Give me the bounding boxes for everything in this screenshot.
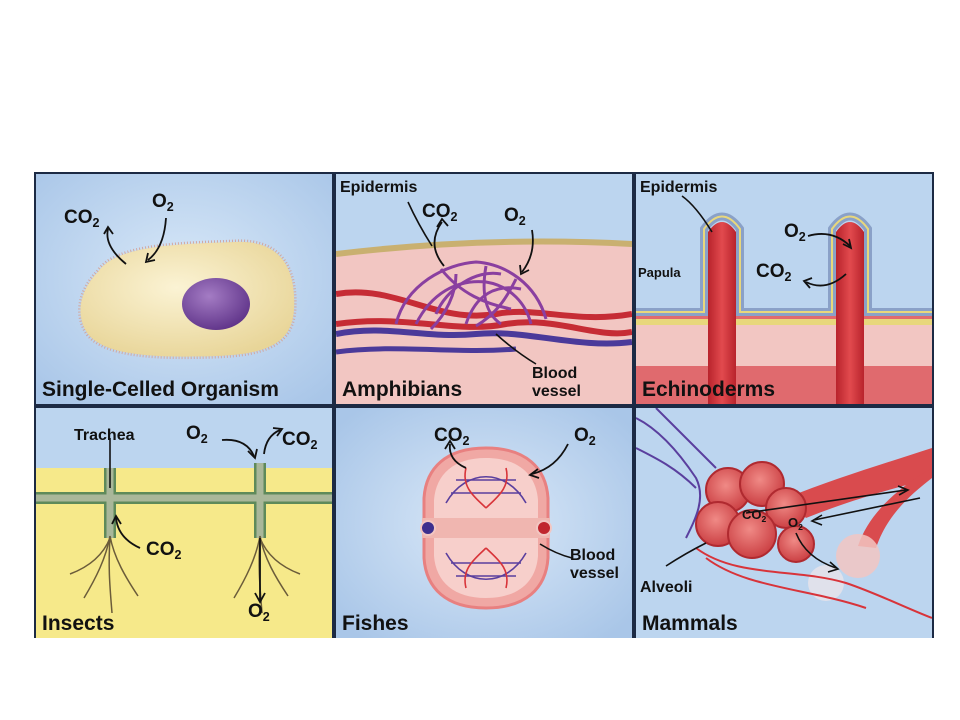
panel-insects: Trachea O2 CO2 CO2 O2 Insects <box>36 408 332 638</box>
echinoderm-papula-illustration <box>636 174 932 404</box>
insect-trachea-illustration <box>36 408 332 638</box>
blood-vessel-label-line1: Blood <box>532 365 578 382</box>
o2-label-bottom: O2 <box>248 601 270 624</box>
o2-label: O2 <box>784 221 806 244</box>
panel-single-celled: CO2 O2 Single-Celled Organism <box>36 174 332 404</box>
mammal-alveoli-illustration <box>636 408 932 638</box>
caption-insects: Insects <box>42 612 115 635</box>
co2-label: CO2 <box>742 507 767 524</box>
epidermis-label: Epidermis <box>340 179 418 196</box>
o2-label-top: O2 <box>186 423 208 446</box>
caption-amphibians: Amphibians <box>342 378 463 401</box>
blood-vessel-label-line2: vessel <box>570 565 619 582</box>
fish-gill-illustration <box>336 408 632 638</box>
co2-label: CO2 <box>64 207 100 230</box>
caption-single-celled: Single-Celled Organism <box>42 378 279 401</box>
co2-label-top: CO2 <box>282 429 318 452</box>
co2-label: CO2 <box>434 425 470 448</box>
o2-label: O2 <box>152 191 174 214</box>
co2-label: CO2 <box>756 261 792 284</box>
panel-mammals: CO2 O2 Alveoli Mammals <box>636 408 932 638</box>
trachea-label: Trachea <box>74 427 135 444</box>
epidermis-label: Epidermis <box>640 179 718 196</box>
respiratory-surfaces-figure: CO2 O2 Single-Celled Organism <box>34 172 934 638</box>
panel-amphibians: Epidermis CO2 O2 Blood vessel Amphibians <box>336 174 632 404</box>
papula-label: Papula <box>638 265 681 280</box>
co2-label: CO2 <box>422 201 458 224</box>
alveoli-label: Alveoli <box>640 579 693 596</box>
o2-label: O2 <box>574 425 596 448</box>
nucleus <box>182 278 250 330</box>
blood-vessel-label-line1: Blood <box>570 547 616 564</box>
blood-vessel-label-line2: vessel <box>532 383 581 400</box>
co2-label-bottom: CO2 <box>146 539 182 562</box>
caption-echinoderms: Echinoderms <box>642 378 776 401</box>
single-cell-illustration <box>36 174 332 404</box>
panel-fishes: CO2 O2 Blood vessel Fishes <box>336 408 632 638</box>
o2-label: O2 <box>788 515 803 532</box>
panel-echinoderms: Epidermis Papula O2 CO2 Echinoderms <box>636 174 932 404</box>
caption-mammals: Mammals <box>642 612 738 635</box>
caption-fishes: Fishes <box>342 612 409 635</box>
o2-label: O2 <box>504 205 526 228</box>
amphibian-skin-illustration <box>336 174 632 404</box>
